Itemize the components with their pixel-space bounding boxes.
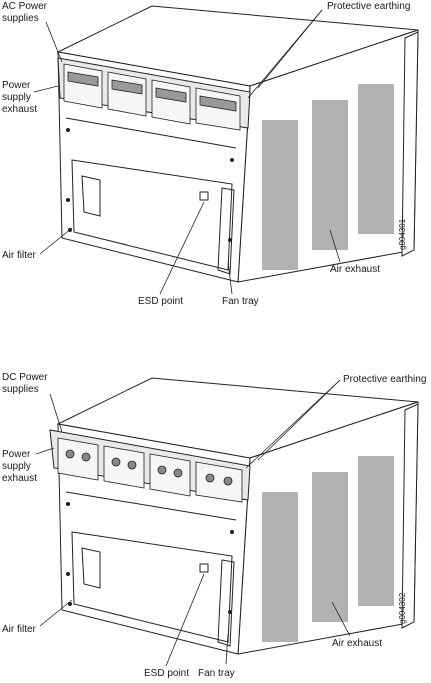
- label-dc-power-supplies: DC Power supplies: [2, 372, 48, 395]
- leader-esd-point: [165, 573, 205, 667]
- leader-power-supply-exhaust: [35, 447, 55, 455]
- dc-power-supply-2: [103, 445, 145, 489]
- dc-chassis-illustration: [35, 377, 419, 667]
- ac-power-supply-2: [107, 71, 147, 117]
- label-power-supply-exhaust: Power supply exhaust: [2, 80, 38, 115]
- label-protective-earthing: Protective earthing: [343, 374, 427, 385]
- label-air-exhaust: Air exhaust: [330, 264, 381, 275]
- figure-id-top: g004301: [398, 218, 407, 250]
- dc-power-supply-3: [149, 453, 191, 497]
- label-air-exhaust: Air exhaust: [332, 638, 383, 649]
- leader-air-exhaust: [331, 601, 351, 637]
- leader-air-filter: [39, 227, 73, 255]
- leader-protective-earthing-1: [245, 379, 341, 469]
- dc-power-supply-4: [195, 461, 243, 503]
- label-esd-point: ESD point: [144, 668, 190, 679]
- leader-fan-tray: [227, 261, 233, 295]
- label-power-supply-exhaust: Power supply exhaust: [2, 449, 38, 484]
- ac-power-supply-3: [151, 79, 191, 125]
- leader-fan-tray: [225, 633, 229, 665]
- label-protective-earthing: Protective earthing: [327, 1, 411, 12]
- ac-power-supply-1: [63, 63, 103, 109]
- label-fan-tray: Fan tray: [198, 668, 235, 679]
- label-air-filter: Air filter: [2, 250, 36, 261]
- label-air-filter: Air filter: [2, 624, 36, 635]
- leader-esd-point: [159, 201, 205, 295]
- leader-power-supply-exhaust: [33, 85, 59, 93]
- ac-power-supply-4: [195, 87, 241, 131]
- leader-dc-power-supplies: [49, 393, 63, 433]
- figure-id-bottom: g004302: [398, 592, 407, 624]
- ac-chassis-illustration: [33, 5, 419, 295]
- side-air-exhaust-vents: [262, 456, 394, 642]
- label-ac-power-supplies: AC Power supplies: [2, 1, 48, 24]
- label-esd-point: ESD point: [138, 296, 184, 307]
- leader-air-filter: [39, 599, 73, 627]
- leader-protective-earthing-2: [257, 379, 341, 461]
- side-air-exhaust-vents: [262, 84, 394, 270]
- leader-air-exhaust: [329, 229, 341, 263]
- leader-protective-earthing-2: [257, 9, 323, 89]
- label-fan-tray: Fan tray: [222, 296, 259, 307]
- leader-ac-power-supplies: [45, 21, 63, 63]
- dc-power-supply-1: [57, 437, 99, 481]
